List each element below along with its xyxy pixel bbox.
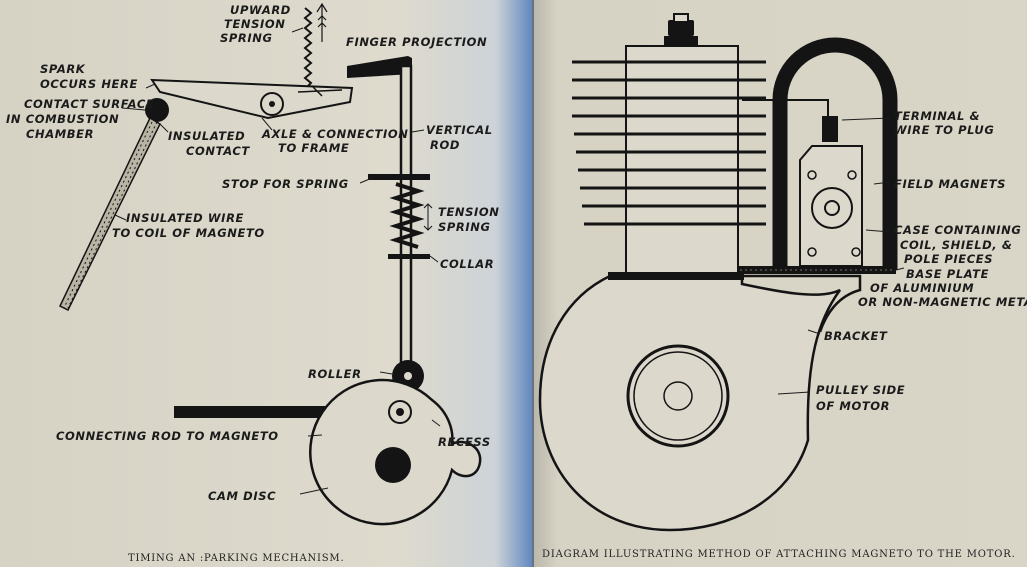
label-finger-projection: FINGER PROJECTION [346, 35, 487, 49]
left-caption: TIMING AN :PARKING MECHANISM. [128, 553, 344, 564]
label-non-magnetic: OR NON-MAGNETIC METAL [858, 295, 1027, 309]
label-to-coil: TO COIL OF MAGNETO [112, 226, 265, 240]
label-occurs-here: OCCURS HERE [40, 77, 138, 91]
label-to-frame: TO FRAME [278, 141, 349, 155]
right-caption: DIAGRAM ILLUSTRATING METHOD OF ATTACHING… [542, 549, 1016, 560]
label-spring-upper: SPRING [220, 31, 273, 45]
label-rod: ROD [430, 138, 460, 152]
finger-projection [347, 56, 412, 78]
label-of-motor: OF MOTOR [816, 399, 890, 413]
insulated-contact [145, 98, 169, 122]
label-axle: AXLE & CONNECTION [261, 127, 408, 141]
contact-arm [150, 78, 354, 120]
label-wire-to-plug: WIRE TO PLUG [894, 123, 994, 137]
label-upward: UPWARD [230, 3, 291, 17]
label-stop-for-spring: STOP FOR SPRING [222, 177, 349, 191]
label-insulated-wire: INSULATED WIRE [126, 211, 244, 225]
label-in-combustion: IN COMBUSTION [6, 112, 119, 126]
spark-plug [668, 20, 694, 36]
cam-hub [375, 447, 411, 483]
label-chamber: CHAMBER [26, 127, 94, 141]
timing-mechanism-diagram: UPWARD TENSION SPRING FINGER PROJECTION … [6, 2, 500, 564]
label-pole-pieces: POLE PIECES [904, 252, 993, 266]
cooling-fins [572, 60, 766, 226]
label-coil-shield: COIL, SHIELD, & [900, 238, 1013, 252]
upward-spring-icon [303, 7, 313, 88]
terminal [822, 116, 838, 142]
label-contact-surface: CONTACT SURFACE [24, 97, 154, 111]
label-bracket: BRACKET [824, 329, 888, 343]
label-field-magnets: FIELD MAGNETS [894, 177, 1006, 191]
label-vertical: VERTICAL [426, 123, 493, 137]
label-cam-disc: CAM DISC [208, 489, 276, 503]
label-of-aluminium: OF ALUMINIUM [870, 281, 974, 295]
spring-stop [368, 174, 430, 180]
label-connecting-rod: CONNECTING ROD TO MAGNETO [56, 429, 279, 443]
label-pulley-side: PULLEY SIDE [816, 383, 905, 397]
label-roller: ROLLER [308, 367, 362, 381]
tension-arrow-icon [423, 203, 433, 231]
label-base-plate: BASE PLATE [906, 267, 989, 281]
field-magnets [772, 37, 898, 270]
label-spark: SPARK [40, 62, 86, 76]
bracket [740, 274, 862, 333]
tension-spring-icon [389, 182, 425, 249]
label-tension: TENSION [438, 205, 500, 219]
label-case-containing: CASE CONTAINING [894, 223, 1021, 237]
label-spring: SPRING [438, 220, 491, 234]
label-terminal: TERMINAL & [894, 109, 980, 123]
collar [388, 254, 430, 259]
label-tension-upper: TENSION [224, 17, 286, 31]
cylinder [625, 45, 739, 275]
label-contact: CONTACT [186, 144, 250, 158]
label-insulated: INSULATED [168, 129, 245, 143]
label-collar: COLLAR [440, 257, 494, 271]
magneto-attachment-diagram: TERMINAL & WIRE TO PLUG FIELD MAGNETS CA… [538, 13, 1027, 560]
label-recess: RECESS [438, 435, 491, 449]
